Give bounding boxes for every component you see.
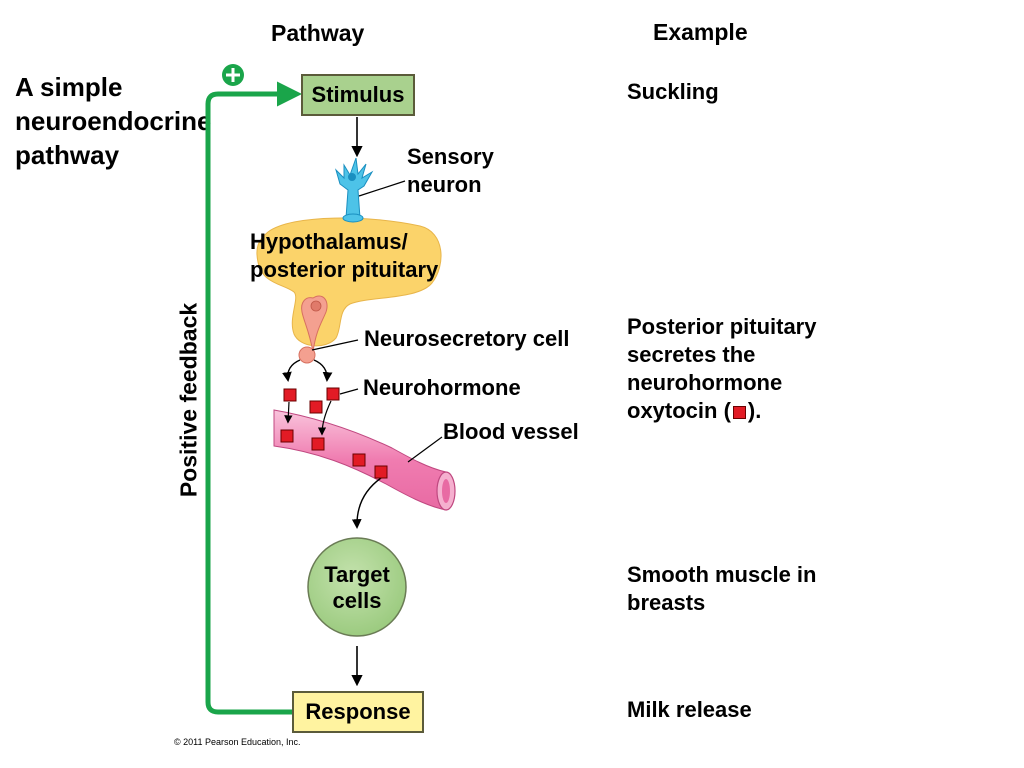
- hormone-molecule: [309, 400, 323, 414]
- neurohormone-leader-line: [339, 388, 359, 395]
- stimulus-box: Stimulus: [301, 74, 415, 116]
- feedback-loop-line: [205, 81, 302, 715]
- hormone-molecules: [280, 387, 388, 479]
- neurohormone-label: Neurohormone: [363, 375, 521, 400]
- example-target-line: breasts: [627, 590, 706, 615]
- hormone-molecule: [311, 437, 325, 451]
- title-line: neuroendocrine: [15, 106, 212, 136]
- response-label: Response: [305, 699, 411, 724]
- example-response: Milk release: [627, 697, 752, 722]
- example-secretion-line: secretes the: [627, 342, 756, 367]
- title-line: pathway: [15, 140, 120, 170]
- neurosecretory-leader-line: [311, 339, 359, 351]
- sensory-leader-line: [358, 180, 406, 197]
- example-secretion-line: oxytocin ().: [627, 397, 816, 425]
- release-arrow-right: [313, 359, 333, 382]
- target-cells-label: Target cells: [307, 562, 407, 614]
- plus-icon: [222, 64, 244, 86]
- example-secretion: Posterior pituitary secretes the neuroho…: [627, 313, 816, 425]
- sensory-label-line: neuron: [407, 172, 482, 197]
- copyright-notice: © 2011 Pearson Education, Inc.: [174, 737, 301, 747]
- oxytocin-text: oxytocin (: [627, 398, 731, 423]
- pathway-column-header: Pathway: [271, 20, 365, 46]
- arrow-vessel-to-target: [351, 477, 382, 529]
- target-label-line: Target: [324, 562, 390, 587]
- target-cells-circle: [307, 537, 407, 637]
- neurosecretory-cell-label: Neurosecretory cell: [364, 326, 570, 351]
- vessel-leader-line: [407, 436, 443, 463]
- blood-vessel-label: Blood vessel: [443, 419, 579, 444]
- oxytocin-text-end: ).: [747, 398, 762, 423]
- example-stimulus: Suckling: [627, 79, 719, 104]
- hormone-molecule: [326, 387, 340, 401]
- example-secretion-line: neurohormone: [627, 370, 783, 395]
- sensory-label-line: Sensory: [407, 144, 494, 169]
- example-secretion-line: Posterior pituitary: [627, 314, 817, 339]
- hypothalamus-label: Hypothalamus/ posterior pituitary: [250, 228, 438, 284]
- positive-feedback-label: Positive feedback: [175, 302, 202, 498]
- example-target: Smooth muscle in breasts: [627, 561, 816, 617]
- hypothalamus-label-line: posterior pituitary: [250, 257, 439, 282]
- hormone-arrow: [284, 401, 293, 424]
- target-label-line: cells: [332, 588, 382, 613]
- hormone-symbol-icon: [732, 405, 746, 419]
- sensory-neuron-icon: [334, 157, 374, 223]
- hormone-molecule: [374, 465, 388, 479]
- neurosecretory-cell-icon: [298, 295, 328, 364]
- hormone-molecule: [283, 388, 297, 402]
- example-target-line: Smooth muscle in: [627, 562, 817, 587]
- release-arrow-left: [282, 359, 301, 382]
- hypothalamus-label-line: Hypothalamus/: [250, 229, 408, 254]
- response-box: Response: [292, 691, 424, 733]
- sensory-neuron-label: Sensory neuron: [407, 143, 494, 199]
- title-line: A simple: [15, 72, 123, 102]
- diagram-title: A simple neuroendocrine pathway: [15, 70, 211, 172]
- hormone-arrow: [317, 400, 332, 436]
- hormone-molecule: [352, 453, 366, 467]
- stimulus-label: Stimulus: [311, 82, 405, 107]
- example-column-header: Example: [653, 19, 748, 45]
- hormone-molecule: [280, 429, 294, 443]
